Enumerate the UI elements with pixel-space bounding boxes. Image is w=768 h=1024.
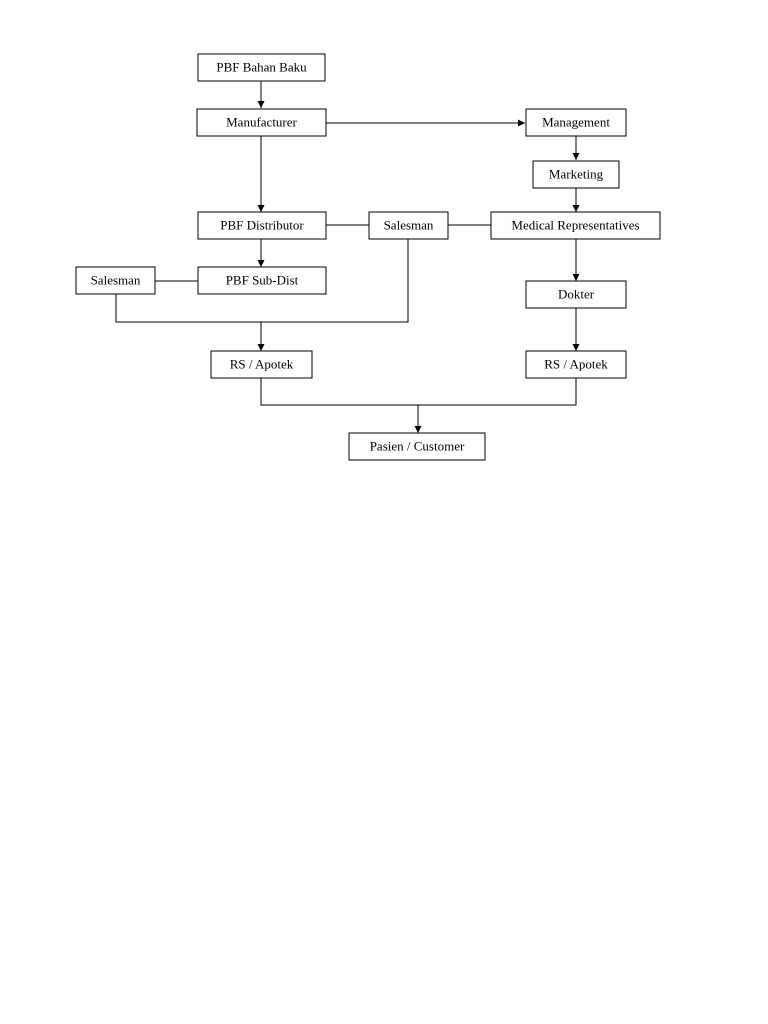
edge-salesman-left-to-rs-apotek-left xyxy=(115,294,265,351)
node-label: Salesman xyxy=(384,218,434,233)
node-dokter: Dokter xyxy=(525,280,627,309)
edge-rs-apotek-right-to-pasien-customer xyxy=(418,378,577,406)
node-label: Manufacturer xyxy=(226,115,297,130)
node-label: Pasien / Customer xyxy=(370,439,465,454)
node-rs-apotek-right: RS / Apotek xyxy=(525,350,627,379)
node-label: Marketing xyxy=(549,167,604,182)
node-label: Dokter xyxy=(558,287,595,302)
node-label: PBF Bahan Baku xyxy=(216,60,307,75)
node-manufacturer: Manufacturer xyxy=(196,108,327,137)
node-label: RS / Apotek xyxy=(230,357,294,372)
edge-rs-apotek-left-to-pasien-customer xyxy=(260,378,422,433)
node-label: Salesman xyxy=(91,273,141,288)
node-label: Medical Representatives xyxy=(511,218,639,233)
node-rs-apotek-left: RS / Apotek xyxy=(210,350,313,379)
node-pasien-customer: Pasien / Customer xyxy=(348,432,486,461)
node-label: PBF Sub-Dist xyxy=(226,273,299,288)
node-label: Management xyxy=(542,115,610,130)
node-pbf-distributor: PBF Distributor xyxy=(197,211,327,240)
node-medical-representatives: Medical Representatives xyxy=(490,211,661,240)
node-pbf-sub-dist: PBF Sub-Dist xyxy=(197,266,327,295)
node-management: Management xyxy=(525,108,627,137)
node-marketing: Marketing xyxy=(532,160,620,189)
edges xyxy=(115,81,580,433)
edge-salesman-center-to-rs-apotek-left xyxy=(261,239,409,323)
node-label: PBF Distributor xyxy=(220,218,304,233)
node-salesman-center: Salesman xyxy=(368,211,449,240)
node-label: RS / Apotek xyxy=(544,357,608,372)
node-pbf-bahan-baku: PBF Bahan Baku xyxy=(197,53,326,82)
node-salesman-left: Salesman xyxy=(75,266,156,295)
